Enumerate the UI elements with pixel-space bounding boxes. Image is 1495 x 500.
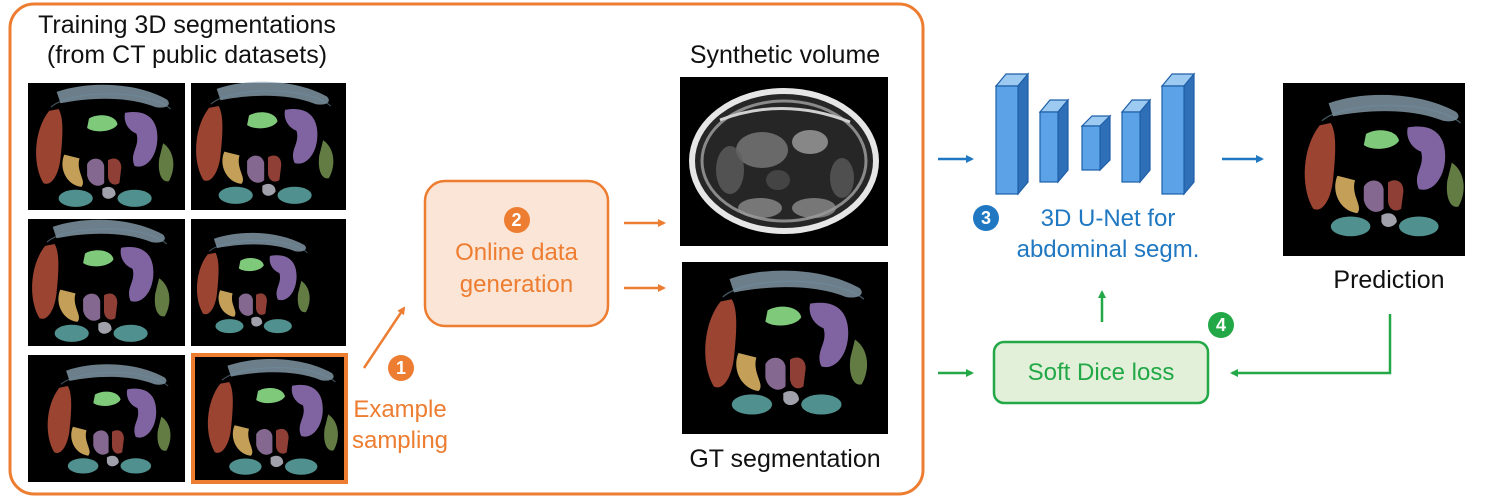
unet-icon: [994, 72, 1196, 196]
example-sampling-label: Example sampling: [340, 394, 460, 456]
unet-label-line1: 3D U-Net for: [1040, 205, 1176, 232]
prediction-label: Prediction: [1333, 266, 1445, 294]
step-2-badge: 2: [503, 207, 530, 234]
online-generation-content: 2 Online data generation: [425, 181, 608, 326]
training-title-line2: (from CT public datasets): [46, 41, 328, 69]
step-4-badge: 4: [1208, 312, 1234, 338]
step-1-badge: 1: [388, 355, 414, 381]
gt-segmentation-label: GT segmentation: [689, 445, 881, 473]
synthetic-volume-image: [680, 77, 888, 246]
step-3-badge: 3: [973, 205, 999, 231]
prediction-to-loss-arrow: [1230, 314, 1392, 377]
example-sampling-line1: Example: [353, 396, 447, 423]
soft-dice-loss-label: Soft Dice loss: [1027, 358, 1175, 386]
online-generation-line2: generation: [459, 270, 574, 298]
training-title: Training 3D segmentations (from CT publi…: [20, 10, 354, 70]
synthetic-volume-label: Synthetic volume: [689, 41, 881, 69]
training-title-line1: Training 3D segmentations: [38, 11, 336, 39]
online-generation-line1: Online data: [455, 239, 578, 267]
online-generation-box: [423, 179, 610, 328]
unet-label: 3D U-Net for abdominal segm.: [1008, 203, 1208, 265]
training-frame: [8, 2, 925, 496]
soft-dice-loss-box: [992, 340, 1210, 405]
sampling-arrow: [362, 306, 406, 369]
training-thumbnail-grid: [28, 81, 348, 484]
unet-label-line2: abdominal segm.: [1016, 236, 1200, 264]
example-sampling-line2: sampling: [351, 427, 449, 455]
